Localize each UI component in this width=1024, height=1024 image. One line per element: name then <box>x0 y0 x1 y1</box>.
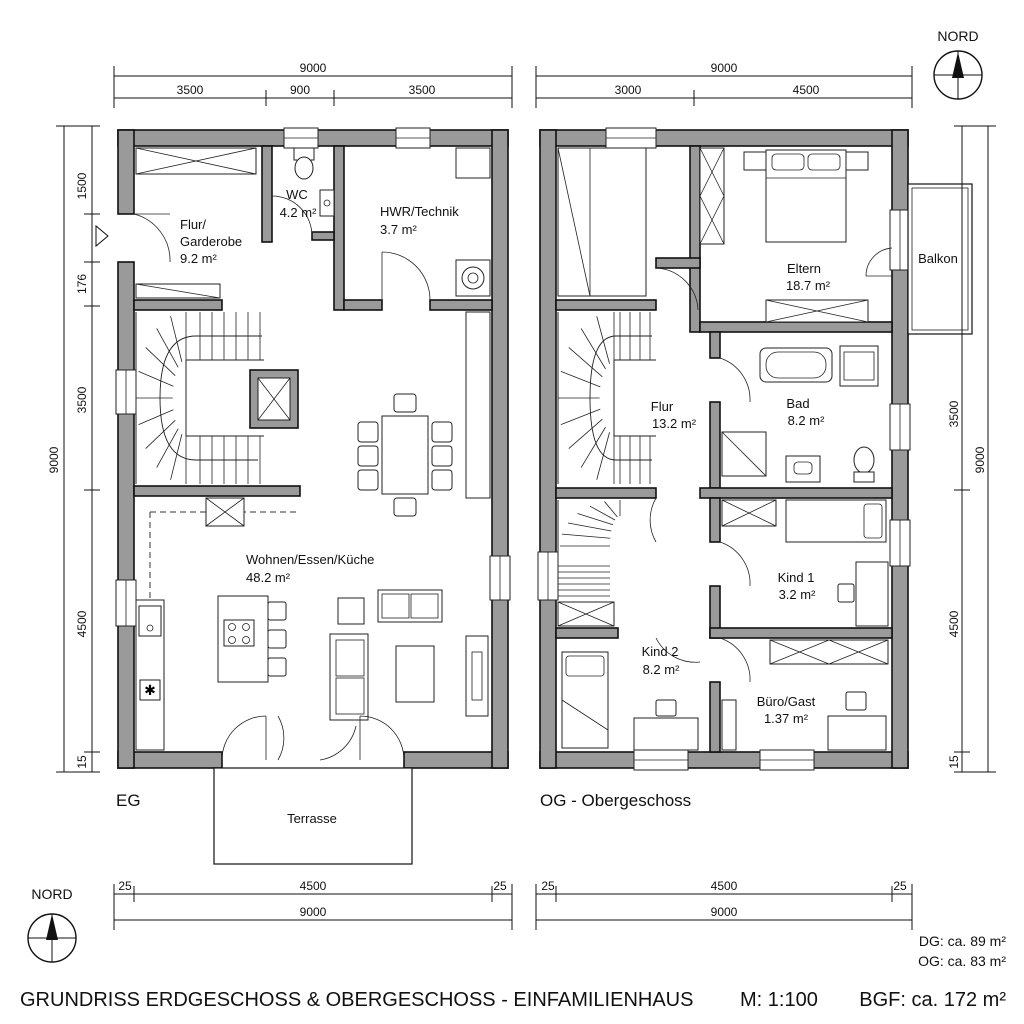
svg-text:✱: ✱ <box>144 683 156 699</box>
drawing-title: GRUNDRISS ERDGESCHOSS & OBERGESCHOSS - E… <box>20 989 693 1011</box>
og-child2-furniture <box>557 601 699 751</box>
og-flur-area: 13.2 m² <box>652 416 697 431</box>
og-flur-name: Flur <box>651 399 674 414</box>
eg-terrace <box>213 767 413 865</box>
eg-exterior-walls <box>115 127 511 769</box>
og-balkon-label: Balkon <box>918 251 958 266</box>
og-dim-bottom-2: 4500 <box>711 879 738 893</box>
eg-dim-top-total: 9000 <box>300 61 327 75</box>
og-dim-top-1: 3000 <box>615 83 642 97</box>
dimension-lines <box>56 66 996 930</box>
og-dim-bottom-1: 25 <box>541 879 555 893</box>
og-storage <box>557 147 647 297</box>
og-dim-bottom-total: 9000 <box>711 905 738 919</box>
eg-living-furniture <box>329 589 489 721</box>
og-dim-right-2: 4500 <box>947 610 961 637</box>
og-bathroom-fixtures <box>721 345 879 483</box>
eg-dim-left-4: 4500 <box>75 610 89 637</box>
og-balcony <box>907 183 973 335</box>
eg-plan: ✱ <box>95 127 511 865</box>
eg-sideboard <box>465 311 491 499</box>
og-kind2-area: 8.2 m² <box>643 662 681 677</box>
og-dim-top-2: 4500 <box>793 83 820 97</box>
eg-flur-name-2: Garderobe <box>180 234 242 249</box>
eg-wohnen-area: 48.2 m² <box>246 570 291 585</box>
eg-interior-walls <box>133 145 493 497</box>
og-bad-name: Bad <box>786 396 809 411</box>
og-eltern-name: Eltern <box>787 261 821 276</box>
og-bad-area: 8.2 m² <box>788 413 826 428</box>
eg-dim-bottom-1: 25 <box>118 879 132 893</box>
eg-wc-fixtures <box>271 147 335 237</box>
og-kind1-name: Kind 1 <box>778 570 815 585</box>
eg-dim-top-3: 3500 <box>409 83 436 97</box>
og-dim-right-3: 15 <box>947 755 961 769</box>
og-kind2-name: Kind 2 <box>642 644 679 659</box>
og-child1-furniture <box>721 499 889 627</box>
og-hall-doors <box>649 267 751 683</box>
drawing-scale: M: 1:100 <box>740 989 818 1011</box>
eg-dim-left-1: 1500 <box>75 172 89 199</box>
eg-dim-top-1: 3500 <box>177 83 204 97</box>
eg-wc-area: 4.2 m² <box>280 205 318 220</box>
og-eltern-area: 18.7 m² <box>786 278 831 293</box>
eg-flur-name-1: Flur/ <box>180 217 206 232</box>
og-exterior-walls <box>537 127 911 771</box>
eg-wohnen-name: Wohnen/Essen/Küche <box>246 552 374 567</box>
eg-terrace-doors <box>221 715 405 761</box>
og-buero-name: Büro/Gast <box>757 694 816 709</box>
og-plan <box>537 127 973 771</box>
eg-hwr-name: HWR/Technik <box>380 204 459 219</box>
area-og: OG: ca. 83 m² <box>918 953 1006 969</box>
area-dg: DG: ca. 89 m² <box>919 933 1006 949</box>
eg-dining-table <box>357 393 453 517</box>
north-label-bottom: NORD <box>31 886 72 902</box>
og-floor-label: OG - Obergeschoss <box>540 791 691 810</box>
og-staircase <box>557 312 656 600</box>
eg-staircase <box>135 312 264 484</box>
og-dim-right-total: 9000 <box>973 446 987 473</box>
eg-dim-left-2: 176 <box>75 274 89 294</box>
og-dim-right-1: 3500 <box>947 400 961 427</box>
eg-entrance-door <box>95 213 171 263</box>
og-buero-area: 1.37 m² <box>764 711 809 726</box>
drawing-bgf: BGF: ca. 172 m² <box>859 989 1006 1011</box>
og-dim-top-total: 9000 <box>711 61 738 75</box>
eg-hwr-fixtures <box>381 147 491 301</box>
eg-dim-bottom-total: 9000 <box>300 905 327 919</box>
eg-dim-bottom-3: 25 <box>493 879 507 893</box>
north-arrow-bottom: NORD <box>27 886 77 963</box>
eg-flur-area: 9.2 m² <box>180 251 218 266</box>
og-kind1-area: 3.2 m² <box>779 587 817 602</box>
eg-dim-left-total: 9000 <box>47 446 61 473</box>
eg-wc-name: WC <box>286 187 308 202</box>
eg-dim-left-5: 15 <box>75 755 89 769</box>
north-label-top: NORD <box>937 28 978 44</box>
og-interior-walls <box>555 145 893 753</box>
north-arrow-top: NORD <box>933 28 983 100</box>
eg-hwr-area: 3.7 m² <box>380 222 418 237</box>
eg-dim-bottom-2: 4500 <box>300 879 327 893</box>
og-dim-bottom-3: 25 <box>893 879 907 893</box>
eg-dim-top-2: 900 <box>290 83 310 97</box>
eg-dim-left-3: 3500 <box>75 386 89 413</box>
eg-kitchen: ✱ <box>135 497 300 751</box>
eg-floor-label: EG <box>116 791 141 810</box>
og-office-furniture <box>721 639 889 751</box>
og-parents-bedroom-furniture <box>699 147 893 323</box>
eg-terrasse-label: Terrasse <box>287 811 337 826</box>
